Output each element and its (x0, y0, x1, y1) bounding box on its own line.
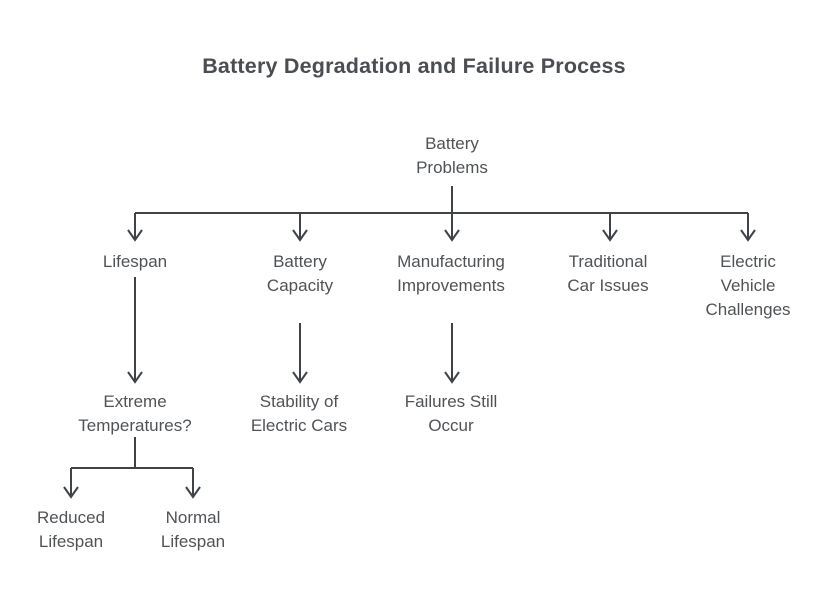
edge-drop-traditional (602, 213, 618, 242)
node-failures-still-occur: Failures Still Occur (404, 392, 498, 435)
edge-arrow-capacity-to-stability (292, 323, 308, 384)
edge-drop-ev-challenges (740, 213, 756, 242)
diagram-title: Battery Degradation and Failure Process (202, 54, 626, 78)
edge-drop-battery-capacity (292, 213, 308, 242)
node-battery-capacity: Battery Capacity (266, 252, 334, 295)
edge-drop-reduced (63, 468, 79, 499)
edge-arrow-manufacturing-to-failures (444, 323, 460, 384)
node-battery-problems: Battery Problems (416, 134, 488, 177)
node-normal-lifespan: Normal Lifespan (160, 508, 226, 551)
node-reduced-lifespan: Reduced Lifespan (36, 508, 106, 551)
edge-drop-normal (185, 468, 201, 499)
edge-arrow-lifespan-to-extreme (127, 277, 143, 384)
node-electric-vehicle-challenges: Electric Vehicle Challenges (705, 252, 791, 319)
node-traditional-car-issues: Traditional Car Issues (567, 252, 649, 295)
node-lifespan: Lifespan (102, 252, 168, 271)
edge-drop-lifespan (127, 213, 143, 242)
node-stability-of-electric-cars: Stability of Electric Cars (250, 392, 348, 435)
node-manufacturing-improvements: Manufacturing Improvements (397, 252, 505, 295)
edge-drop-manufacturing (444, 213, 460, 242)
node-extreme-temperatures: Extreme Temperatures? (78, 392, 192, 435)
